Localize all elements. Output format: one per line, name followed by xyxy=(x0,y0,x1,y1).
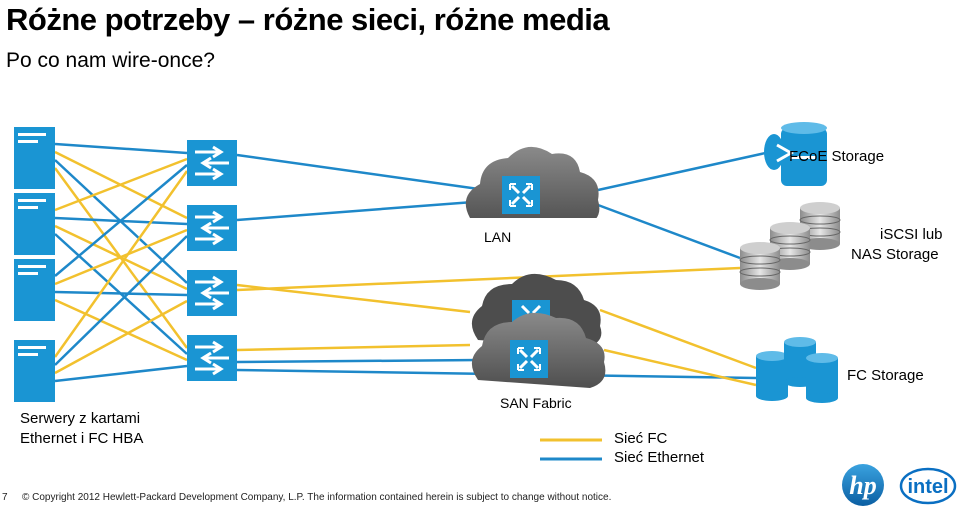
switch-stack xyxy=(187,140,237,381)
san-cloud-icon xyxy=(471,273,606,388)
switch-icon xyxy=(187,335,237,381)
ethernet-link xyxy=(236,198,501,222)
fc-link xyxy=(53,170,189,358)
ethernet-link xyxy=(54,164,188,277)
hp-logo: hp xyxy=(842,464,884,506)
fc-link xyxy=(236,343,471,352)
fc-storage-icon xyxy=(756,337,838,403)
intel-logo: intel xyxy=(899,467,957,505)
servers-label-line2: Ethernet i FC HBA xyxy=(20,430,144,447)
fc-link xyxy=(236,266,741,292)
fc-storage-label: FC Storage xyxy=(847,367,924,384)
footer-copyright: © Copyright 2012 Hewlett-Packard Develop… xyxy=(22,492,612,503)
fc-link xyxy=(54,299,188,375)
fcoe-storage-label: FCoE Storage xyxy=(789,148,885,165)
page-number: 7 xyxy=(2,492,8,503)
iscsi-label-line1: iSCSI lub xyxy=(880,226,943,243)
fc-link xyxy=(54,228,188,286)
ethernet-link xyxy=(54,142,188,155)
ethernet-link xyxy=(236,153,501,194)
server-icon xyxy=(14,259,55,321)
connection-lines xyxy=(53,142,771,387)
server-icon xyxy=(14,127,55,189)
lan-label: LAN xyxy=(484,229,512,245)
fcoe-storage-icon xyxy=(764,122,827,186)
server-icon xyxy=(14,193,55,255)
lan-cloud-icon xyxy=(462,146,602,252)
ethernet-link xyxy=(54,235,188,366)
page-subtitle: Po co nam wire-once? xyxy=(6,49,215,72)
fc-link xyxy=(603,348,757,387)
page-title: Różne potrzeby – różne sieci, różne medi… xyxy=(6,2,610,37)
svg-text:intel: intel xyxy=(907,476,948,498)
san-label: SAN Fabric xyxy=(500,395,572,411)
ethernet-link xyxy=(597,150,771,192)
fc-link xyxy=(54,298,188,362)
router-icon xyxy=(502,176,540,214)
nas-storage-icon xyxy=(739,202,841,290)
fc-link xyxy=(54,157,188,212)
fc-link xyxy=(599,308,757,370)
ethernet-link xyxy=(597,203,741,260)
ethernet-link xyxy=(236,358,481,364)
legend-fc-label: Sieć FC xyxy=(614,430,668,447)
server-icon xyxy=(14,340,55,402)
ethernet-link xyxy=(54,364,188,383)
legend-ethernet-label: Sieć Ethernet xyxy=(614,449,705,466)
server-stack xyxy=(14,127,55,402)
servers-label-line1: Serwery z kartami xyxy=(20,410,141,427)
svg-text:hp: hp xyxy=(849,471,876,500)
iscsi-label-line2: NAS Storage xyxy=(851,246,939,263)
router-icon xyxy=(510,340,548,378)
switch-icon xyxy=(187,270,237,316)
switch-icon xyxy=(187,140,237,186)
ethernet-link xyxy=(54,290,188,297)
switch-icon xyxy=(187,205,237,251)
